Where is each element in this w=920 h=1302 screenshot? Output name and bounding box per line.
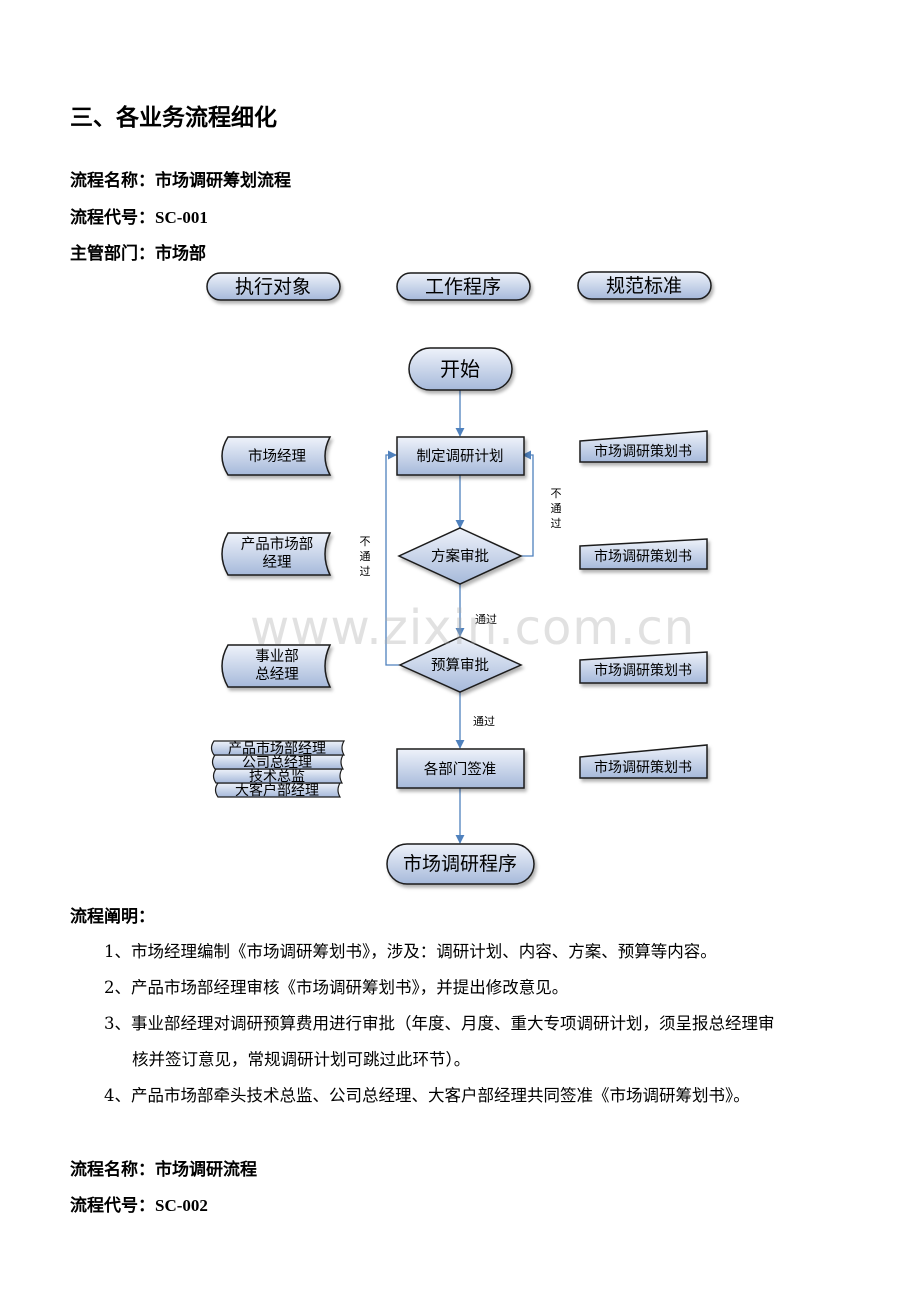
flow2-code: SC-002 — [155, 1196, 208, 1215]
step-plan-label: 制定调研计划 — [417, 448, 504, 465]
arrow-budget-fail — [385, 450, 400, 666]
col-header-actors-label: 执行对象 — [235, 276, 311, 298]
actor-2: 产品市场部 经理 — [221, 532, 332, 576]
review-pass-label: 通过 — [475, 613, 497, 626]
step-review: 方案审批 — [397, 527, 523, 585]
doc-3-label: 市场调研策划书 — [594, 662, 692, 679]
start-label: 开始 — [440, 357, 480, 381]
actor-3-label-line2: 总经理 — [255, 666, 299, 683]
actor-4-label-2: 公司总经理 — [242, 755, 312, 771]
col-header-standard: 规范标准 — [577, 271, 712, 300]
arrow-review-fail — [521, 450, 534, 557]
actor-4-label-3: 技术总监 — [249, 769, 305, 785]
flow1-name: 市场调研筹划流程 — [155, 171, 291, 191]
doc-1-label: 市场调研策划书 — [594, 443, 692, 460]
flow2-name-row: 流程名称：市场调研流程 — [70, 1155, 257, 1180]
budget-pass-label: 通过 — [473, 715, 495, 728]
explain-item-1: 1、市场经理编制《市场调研筹划书》，涉及：调研计划、内容、方案、预算等内容。 — [104, 942, 717, 961]
flow1-code: SC-001 — [155, 208, 208, 227]
step-budget-label: 预算审批 — [431, 657, 489, 674]
doc-4-label: 市场调研策划书 — [594, 759, 692, 776]
step-review-label: 方案审批 — [431, 547, 489, 565]
flow1-dept: 市场部 — [155, 244, 206, 264]
budget-fail-char-3: 过 — [360, 565, 371, 578]
connectors — [385, 390, 534, 844]
step-approve: 各部门签准 — [396, 748, 525, 789]
col-header-standard-label: 规范标准 — [606, 275, 682, 297]
doc-4: 市场调研策划书 — [579, 744, 708, 779]
explain-item-2: 2、产品市场部经理审核《市场调研筹划书》，并提出修改意见。 — [104, 978, 569, 997]
doc-2: 市场调研策划书 — [579, 538, 708, 570]
flow1-code-label: 流程代号： — [70, 208, 155, 228]
col-header-process-label: 工作程序 — [425, 276, 501, 298]
actor-3-label-line1: 事业部 — [255, 648, 299, 665]
end-node: 市场调研程序 — [386, 843, 535, 885]
explain-item-3-cont: 核并签订意见，常规调研计划可跳过此环节）。 — [132, 1050, 471, 1069]
col-header-process: 工作程序 — [396, 272, 531, 301]
actor-2-label-line1: 产品市场部 — [241, 536, 314, 553]
actor-1: 市场经理 — [221, 436, 332, 476]
explain-label: 流程阐明： — [70, 907, 155, 927]
step-approve-label: 各部门签准 — [424, 761, 497, 778]
review-fail-char-2: 通 — [551, 502, 562, 515]
review-fail-char-1: 不 — [551, 487, 562, 500]
section-heading: 三、各业务流程细化 — [70, 105, 277, 131]
budget-fail-char-2: 通 — [360, 550, 371, 563]
explain-item-4: 4、产品市场部牵头技术总监、公司总经理、大客户部经理共同签准《市场调研筹划书》。 — [104, 1086, 750, 1105]
explain-item-3: 3、事业部经理对调研预算费用进行审批（年度、月度、重大专项调研计划，须呈报总经理… — [104, 1014, 775, 1033]
step-budget: 预算审批 — [398, 636, 523, 693]
step-plan: 制定调研计划 — [396, 436, 525, 476]
flow2-code-label: 流程代号： — [70, 1196, 155, 1216]
flowchart: 执行对象 工作程序 规范标准 开始 制定调研计划 方案审批 预算审批 — [206, 271, 712, 885]
flow1-name-row: 流程名称：市场调研筹划流程 — [70, 166, 291, 191]
flow1-code-row: 流程代号：SC-001 — [70, 203, 208, 228]
review-fail-label: 不 通 过 — [551, 487, 562, 530]
review-fail-char-3: 过 — [551, 517, 562, 530]
actor-4-stack: 产品市场部经理 公司总经理 技术总监 大客户部经理 — [210, 740, 346, 799]
flow1-dept-label: 主管部门： — [70, 244, 155, 264]
col-header-actors: 执行对象 — [206, 272, 341, 301]
actor-4-label-1: 产品市场部经理 — [228, 740, 326, 757]
flow2-code-row: 流程代号：SC-002 — [70, 1191, 208, 1216]
actor-4-label-4: 大客户部经理 — [235, 782, 319, 799]
flow1-name-label: 流程名称： — [70, 171, 155, 191]
doc-1: 市场调研策划书 — [579, 430, 708, 463]
watermark: www.zixin.com.cn — [250, 600, 696, 656]
actor-2-label-line2: 经理 — [263, 554, 292, 571]
budget-fail-char-1: 不 — [360, 535, 371, 548]
actor-3: 事业部 总经理 — [221, 644, 332, 688]
flow2-name-label: 流程名称： — [70, 1160, 155, 1180]
budget-fail-label: 不 通 过 — [360, 535, 371, 578]
actor-1-label: 市场经理 — [248, 448, 306, 465]
flow2-name: 市场调研流程 — [155, 1160, 257, 1180]
doc-3: 市场调研策划书 — [579, 651, 708, 684]
flow1-dept-row: 主管部门：市场部 — [70, 239, 206, 264]
doc-2-label: 市场调研策划书 — [594, 548, 692, 565]
end-label: 市场调研程序 — [403, 853, 517, 875]
start-node: 开始 — [408, 347, 513, 391]
